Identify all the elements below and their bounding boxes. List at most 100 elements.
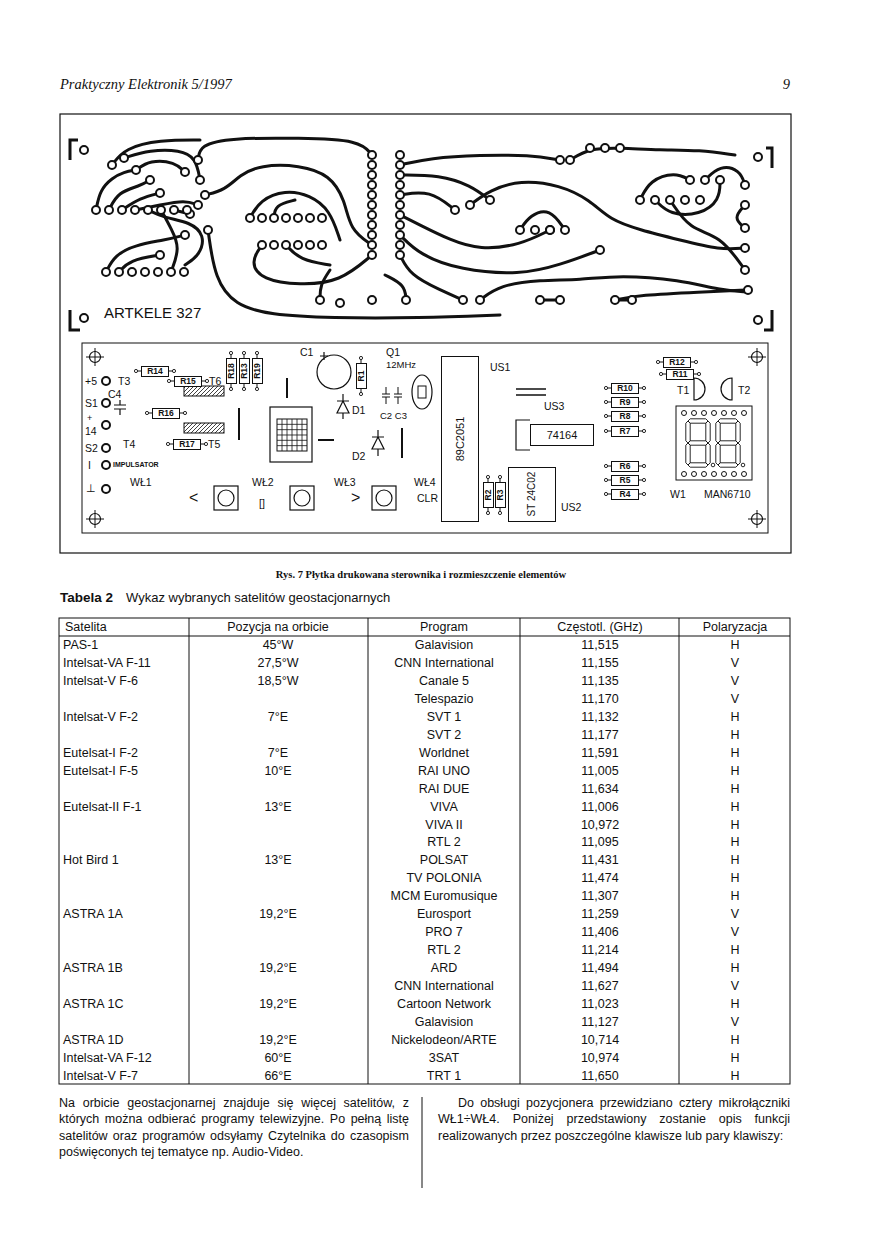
table-cell: H xyxy=(730,835,739,849)
table-cell: Canale 5 xyxy=(419,674,469,688)
part-designator: R8 xyxy=(620,412,631,421)
solder-pad xyxy=(561,226,569,234)
table-cell: VIVA II xyxy=(425,817,462,831)
component-label: C1 xyxy=(300,346,313,358)
grid-line xyxy=(277,434,307,435)
connector-pad xyxy=(102,485,110,493)
table-cell: H xyxy=(730,746,739,760)
resistor-body: R18 xyxy=(226,358,237,384)
solder-pad xyxy=(596,246,604,254)
solder-pad xyxy=(459,296,467,304)
solder-pad xyxy=(368,221,376,229)
component-label: C2 C3 xyxy=(380,411,407,422)
display-segment xyxy=(686,421,690,443)
solder-pad xyxy=(651,196,659,204)
solder-pad xyxy=(132,166,140,174)
display-pin xyxy=(702,472,707,477)
table-cell: H xyxy=(730,997,739,1011)
part-designator: R19 xyxy=(253,363,262,379)
solder-pad xyxy=(118,206,126,214)
table-rule xyxy=(189,618,190,1084)
lead-pad xyxy=(486,475,489,478)
table-cell: Intelsat-VA F-12 xyxy=(63,1051,152,1065)
ic-package: 89C2051 xyxy=(441,356,479,522)
component-label: T2 xyxy=(738,384,750,396)
resistor-body: R4 xyxy=(611,489,639,500)
solder-pad xyxy=(368,181,376,189)
part-designator: R13 xyxy=(240,363,249,379)
table-cell: Galavision xyxy=(415,1015,473,1029)
display-segment xyxy=(688,441,708,445)
component-leads xyxy=(134,351,700,514)
solder-pad xyxy=(516,226,524,234)
display-pin xyxy=(692,411,697,416)
wire-link xyxy=(286,378,288,398)
solder-pad xyxy=(556,296,564,304)
table-cell: POLSAT xyxy=(420,853,468,867)
table-cell: 11,494 xyxy=(581,961,618,975)
solder-pad xyxy=(368,231,376,239)
button-cap xyxy=(218,490,234,506)
resistor-body: R15 xyxy=(174,376,202,387)
resistor-body: R7 xyxy=(611,426,639,437)
solder-pad xyxy=(201,191,209,199)
connector-pad xyxy=(102,461,110,469)
table-cell: H xyxy=(730,943,739,957)
solder-pad xyxy=(628,296,636,304)
table-cell: 45°W xyxy=(263,638,294,652)
lead-pad xyxy=(604,400,607,403)
table-cell: 11,135 xyxy=(581,674,618,688)
copper-trace xyxy=(198,138,372,160)
table-grid xyxy=(59,618,790,1084)
display-segment xyxy=(706,421,710,443)
solder-pad xyxy=(396,241,404,249)
table-cell: Telespazio xyxy=(414,692,473,706)
lead-pad xyxy=(604,464,607,467)
table-cell: 27,5°W xyxy=(257,656,298,670)
push-button xyxy=(290,486,314,510)
table-cell: 11,132 xyxy=(581,710,618,724)
component-label: IMPULSATOR xyxy=(113,461,159,469)
table-header: Satelita xyxy=(65,620,107,634)
table-cell: H xyxy=(730,1069,739,1083)
diode-symbol xyxy=(372,430,384,456)
solder-pad xyxy=(601,144,609,152)
lead-pad xyxy=(498,511,501,514)
display-segment xyxy=(688,419,708,423)
table-cell: V xyxy=(731,1015,739,1029)
table-cell: 11,307 xyxy=(581,889,618,903)
table-cell: 10°E xyxy=(264,763,291,777)
table-cell: 11,006 xyxy=(581,799,618,813)
capacitor-symbol xyxy=(114,400,126,415)
grid-line xyxy=(277,424,307,425)
lead-pad xyxy=(167,379,170,382)
table-cell: 13°E xyxy=(264,853,291,867)
table-cell: 11,177 xyxy=(581,728,618,742)
solder-pad xyxy=(294,241,302,249)
table-header: Polaryzacja xyxy=(703,620,768,634)
table-cell: 13°E xyxy=(264,799,291,813)
solder-pad xyxy=(546,226,554,234)
resistor-body: R14 xyxy=(141,366,169,377)
solder-pad xyxy=(368,161,376,169)
corner-mark xyxy=(70,140,78,160)
table-cell: 11,155 xyxy=(581,656,618,670)
table-cell: MCM Euromusique xyxy=(391,889,498,903)
connector-pad xyxy=(102,399,110,407)
board-marking: ARTKELE 327 xyxy=(104,304,201,321)
table-rule xyxy=(368,618,369,1084)
table-cell: H xyxy=(730,799,739,813)
lead-pad xyxy=(205,379,208,382)
part-designator: R12 xyxy=(669,358,685,367)
wire-link xyxy=(401,428,403,458)
lead-pad xyxy=(359,356,362,359)
mounting-cross xyxy=(748,510,766,528)
table-cell: V xyxy=(731,907,739,921)
solder-pad xyxy=(396,151,404,159)
solder-pad xyxy=(180,268,188,276)
figure-caption: Rys. 7 Płytka drukowana sterownika i roz… xyxy=(276,569,566,581)
component-label: 12MHz xyxy=(386,360,416,371)
table-cell: 66°E xyxy=(264,1069,291,1083)
lead-pad xyxy=(642,464,645,467)
table-cell: H xyxy=(730,1051,739,1065)
